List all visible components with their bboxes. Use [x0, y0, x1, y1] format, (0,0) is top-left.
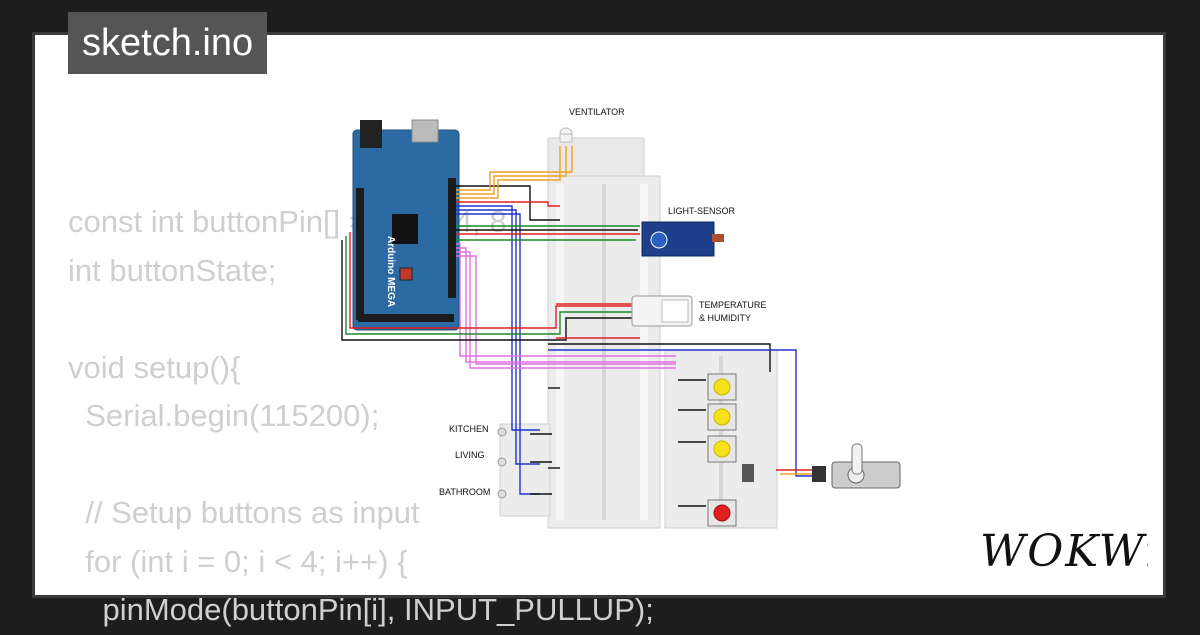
- light-sensor-module: [641, 221, 724, 257]
- arduino-mega-board: Arduino MEGA: [352, 119, 460, 331]
- push-button-2[interactable]: [707, 403, 737, 431]
- code-preview: const int buttonPin[] = {2, 3, 4, 8 int …: [68, 198, 654, 635]
- temperature-label-line2: & HUMIDITY: [699, 313, 751, 323]
- slide-switch[interactable]: [742, 464, 754, 482]
- temperature-label-line1: TEMPERATURE: [699, 300, 766, 310]
- servo-motor: [812, 443, 901, 489]
- board-name: Arduino MEGA: [385, 236, 396, 307]
- code-line: Serial.begin(115200);: [68, 398, 380, 433]
- living-label: LIVING: [455, 450, 485, 460]
- light-sensor-label: LIGHT-SENSOR: [668, 206, 736, 216]
- breadboard-top: [547, 137, 645, 183]
- bathroom-label: BATHROOM: [439, 487, 490, 497]
- code-line: pinMode(buttonPin[i], INPUT_PULLUP);: [68, 592, 654, 627]
- wokwi-logo-text: WOKWi: [980, 526, 1148, 577]
- code-line: // Setup buttons as input: [68, 495, 420, 530]
- wires: [341, 146, 812, 507]
- code-line: int buttonState;: [68, 252, 277, 288]
- push-button-3[interactable]: [707, 435, 737, 463]
- wokwi-logo: WOKWi: [980, 526, 1148, 577]
- breadboard-small: [499, 423, 551, 517]
- code-line: for (int i = 0; i < 4; i++) {: [68, 543, 408, 579]
- push-button-1[interactable]: [707, 373, 737, 401]
- code-line: void setup(){: [68, 349, 241, 385]
- temperature-humidity-sensor: [631, 295, 693, 327]
- push-button-4[interactable]: [707, 499, 737, 527]
- room-switches: [497, 427, 507, 499]
- ventilator-led: [559, 127, 573, 143]
- kitchen-label: KITCHEN: [449, 424, 489, 434]
- file-name-tab[interactable]: sketch.ino: [68, 12, 268, 74]
- ventilator-label: VENTILATOR: [569, 107, 625, 117]
